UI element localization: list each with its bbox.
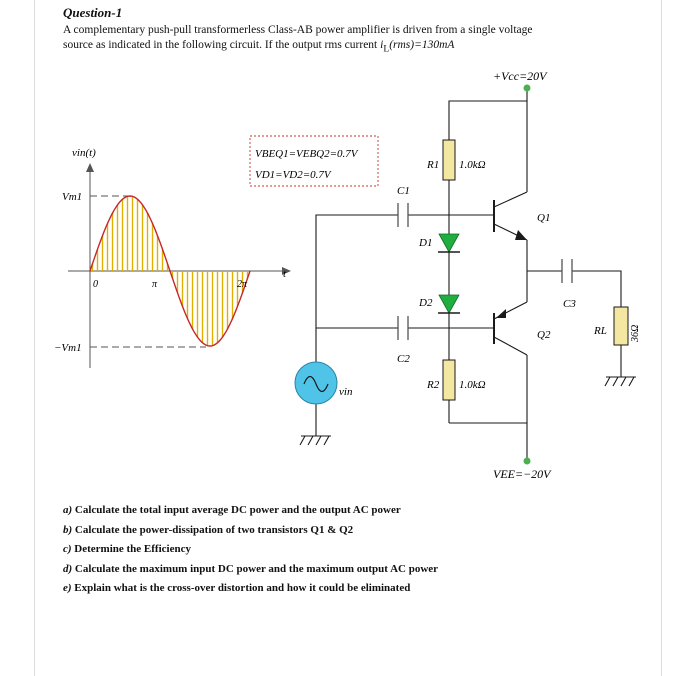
q1-label: Q1	[537, 212, 550, 224]
c1-label: C1	[397, 185, 410, 197]
t-pi-label: π	[152, 279, 158, 290]
r2-label: R2	[426, 379, 440, 391]
q2-emitter-arrow	[496, 309, 506, 318]
q1-collector-lead	[493, 191, 528, 208]
waveform-y-arrow	[86, 163, 94, 172]
sine-curve	[89, 195, 251, 347]
r2-value: 1.0kΩ	[459, 379, 486, 391]
page-frame	[34, 0, 662, 676]
vee-node	[523, 457, 531, 465]
q2-collector-lead	[493, 336, 528, 356]
t-2pi-label: 2π	[237, 279, 248, 290]
c3-to-rl-wire	[572, 270, 622, 307]
capacitor-c1	[397, 203, 409, 227]
negative-half-hatch	[170, 271, 250, 346]
q2-label: Q2	[537, 329, 551, 341]
circuit-wires	[315, 91, 622, 458]
capacitor-c2	[397, 316, 409, 340]
question-title: Question-1	[63, 5, 123, 20]
c3-label: C3	[563, 298, 576, 310]
given-box-border	[249, 135, 379, 187]
vee-label: VEE=−20V	[493, 467, 552, 481]
task-item: b) Calculate the power-dissipation of tw…	[63, 523, 354, 536]
intro-line-2: source as indicated in the following cir…	[63, 38, 653, 56]
input-waveform: vin(t) Vm1 −Vm1 0 π 2π t	[54, 147, 291, 368]
q1-emitter-arrow	[515, 230, 527, 240]
vee-rail-wire	[449, 422, 528, 458]
intro-line-2-text: source as indicated in the following cir…	[63, 39, 381, 51]
waveform-t-arrow	[282, 267, 291, 275]
vcc-label: +Vcc=20V	[493, 69, 548, 83]
rl-value: 36Ω	[630, 325, 641, 343]
task-item: a) Calculate the total input average DC …	[63, 504, 401, 516]
r1-label: R1	[426, 159, 439, 171]
output-current-subscript: L	[383, 43, 390, 55]
ac-source	[294, 361, 338, 405]
output-current-value: (rms)=130mA	[389, 39, 455, 51]
resistor-rl	[613, 306, 629, 346]
waveform-axis-label: vin(t)	[72, 147, 96, 159]
task-item: e) Explain what is the cross-over distor…	[63, 582, 411, 594]
vcc-node	[523, 84, 531, 92]
question-intro: A complementary push-pull transformerles…	[63, 23, 653, 56]
vm-pos-label: Vm1	[62, 191, 82, 203]
ac-source-sine-icon	[303, 375, 329, 393]
given-values-box: VBEQ1=VEBQ2=0.7V VD1=VD2=0.7V	[249, 135, 379, 187]
positive-half-hatch	[90, 196, 170, 271]
task-item: d) Calculate the maximum input DC power …	[63, 562, 439, 575]
intro-line-1: A complementary push-pull transformerles…	[63, 24, 533, 36]
d2-label: D2	[418, 297, 433, 309]
diode-d1	[438, 233, 460, 253]
vin-label: vin	[339, 386, 353, 398]
vm-neg-label: −Vm1	[54, 342, 82, 354]
resistor-r1	[442, 139, 456, 181]
d1-label: D1	[418, 237, 432, 249]
rl-label: RL	[593, 325, 607, 337]
ground-symbol-load	[604, 376, 636, 387]
t-zero-label: 0	[93, 279, 98, 290]
given-vd-text: VD1=VD2=0.7V	[255, 169, 332, 181]
ground-symbol-source	[299, 435, 331, 446]
given-vbe-text: VBEQ1=VEBQ2=0.7V	[255, 148, 359, 160]
task-item: c) Determine the Efficiency	[63, 543, 191, 555]
output-current-symbol: i	[380, 39, 384, 51]
task-list: a) Calculate the total input average DC …	[63, 501, 438, 599]
r1-value: 1.0kΩ	[459, 159, 486, 171]
resistor-r2	[442, 359, 456, 401]
vcc-rail-wire	[448, 91, 528, 140]
capacitor-c3	[561, 259, 573, 283]
c2-label: C2	[397, 353, 410, 365]
c1-input-wire	[315, 214, 398, 362]
t-axis-label: t	[283, 268, 287, 280]
diode-d2	[438, 294, 460, 314]
